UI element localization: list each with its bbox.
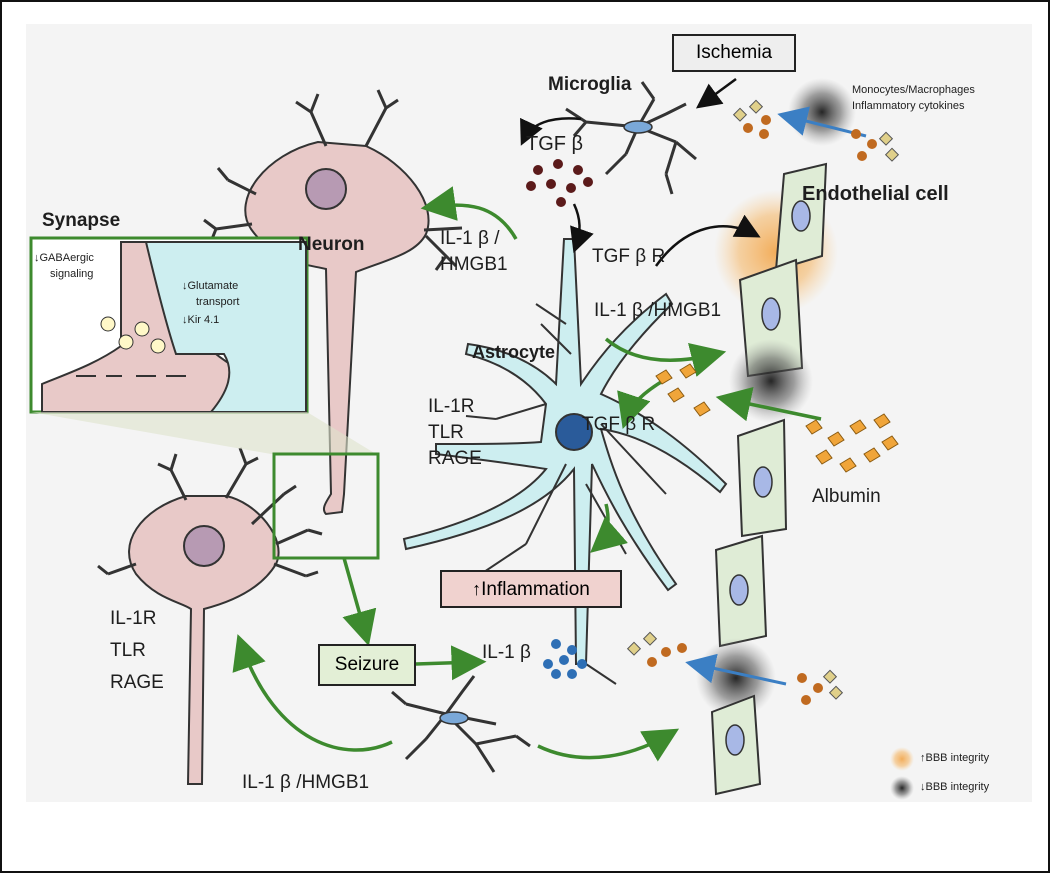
il1r-label-2: IL-1R bbox=[110, 608, 157, 629]
legend-up-swatch bbox=[890, 747, 914, 771]
kir-label: ↓Kir 4.1 bbox=[182, 314, 220, 326]
up-arrow-icon: ↑ bbox=[472, 579, 482, 599]
microglia-label: Microglia bbox=[548, 74, 632, 95]
microglia-top bbox=[565, 81, 697, 195]
inflammation-label: Inflammation bbox=[481, 579, 590, 600]
black-arrows bbox=[520, 77, 761, 267]
astrocyte-cell bbox=[402, 238, 728, 685]
il1b-hmgb1-label-2: HMGB1 bbox=[440, 254, 508, 275]
tlr-label-1: TLR bbox=[428, 422, 464, 443]
gaba-label-2: signaling bbox=[50, 268, 94, 280]
inflammation-box: ↑Inflammation bbox=[440, 570, 622, 608]
seizure-label: Seizure bbox=[334, 654, 400, 675]
ischemia-box: Ischemia bbox=[672, 34, 796, 72]
gaba-label-1: ↓GABAergic bbox=[34, 252, 94, 264]
glutamate-label-2: transport bbox=[196, 296, 240, 308]
tgfbr-label-mid: TGF β R bbox=[582, 414, 656, 435]
legend-down-label: ↓BBB integrity bbox=[920, 781, 990, 793]
synapse-label: Synapse bbox=[42, 210, 121, 231]
ischemia-label: Ischemia bbox=[695, 42, 773, 63]
diagram-graphics bbox=[29, 77, 914, 800]
green-arrows bbox=[232, 186, 822, 762]
astrocyte-label: Astrocyte bbox=[472, 342, 556, 362]
rage-label-2: RAGE bbox=[110, 672, 164, 693]
diagram-canvas: Ischemia Microglia Monocytes/Macrophages… bbox=[26, 24, 1032, 802]
monocytes-label-2: Inflammatory cytokines bbox=[852, 100, 965, 112]
legend-up-label: ↑BBB integrity bbox=[920, 752, 990, 764]
endothelial-cell-label: Endothelial cell bbox=[802, 183, 949, 205]
tgf-beta-dots bbox=[526, 159, 593, 207]
glutamate-label-1: ↓Glutamate bbox=[182, 280, 239, 292]
il1b-hmgb1-label-1: IL-1 β / bbox=[440, 228, 500, 249]
cytokine-dots-bottom bbox=[626, 631, 844, 705]
legend-down-swatch bbox=[890, 776, 914, 800]
tgfbr-label-top: TGF β R bbox=[592, 246, 666, 267]
albumin-label: Albumin bbox=[812, 486, 881, 507]
il1b-bottom-label: IL-1 β bbox=[482, 642, 531, 663]
bbb-down-glow-top bbox=[788, 78, 856, 146]
rage-label-1: RAGE bbox=[428, 448, 482, 469]
tgf-beta-label: TGF β bbox=[526, 133, 584, 155]
endothelial-cells bbox=[696, 78, 856, 796]
neuron-label: Neuron bbox=[298, 234, 365, 255]
seizure-box: Seizure bbox=[318, 644, 416, 686]
bbb-down-glow-mid bbox=[729, 339, 813, 423]
il1b-hmgb1-mid-label: IL-1 β /HMGB1 bbox=[594, 300, 722, 321]
il1b-dots bbox=[543, 639, 587, 679]
il1b-hmgb1-bottom-label: IL-1 β /HMGB1 bbox=[242, 772, 370, 793]
microglia-bottom bbox=[391, 675, 531, 773]
cytokine-dots-top bbox=[732, 99, 900, 162]
monocytes-label-1: Monocytes/Macrophages bbox=[852, 84, 975, 96]
tlr-label-2: TLR bbox=[110, 640, 146, 661]
synapse-zoom-box bbox=[272, 452, 380, 560]
synapse-inset bbox=[29, 236, 376, 454]
albumin-particles bbox=[655, 363, 899, 473]
il1r-label-1: IL-1R bbox=[428, 396, 475, 417]
